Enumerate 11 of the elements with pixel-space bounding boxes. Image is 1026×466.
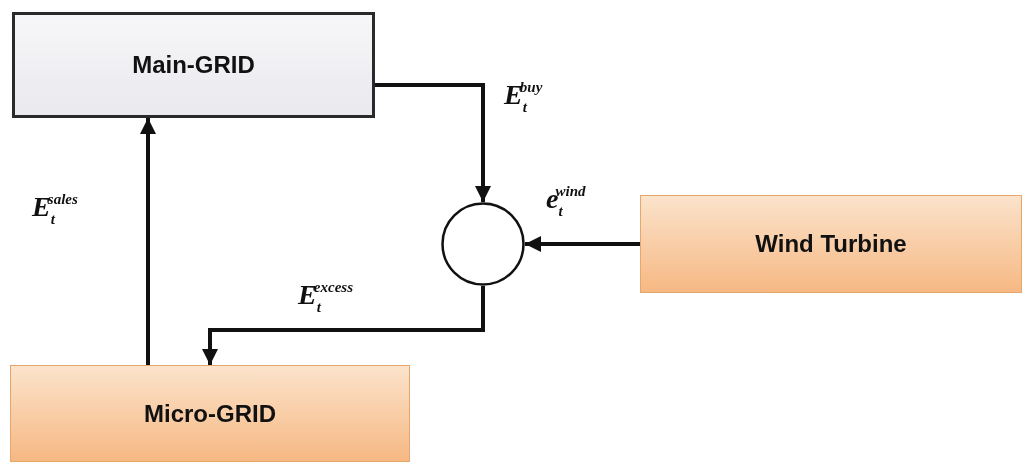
node-label: Main-GRID <box>132 51 255 79</box>
arrow <box>525 236 640 252</box>
process-box <box>640 195 1022 293</box>
arrow <box>375 83 491 202</box>
arrow <box>140 118 156 365</box>
process-box <box>10 365 410 462</box>
arrow <box>202 286 485 365</box>
node-label: Micro-GRID <box>144 399 276 428</box>
process-box <box>12 12 375 118</box>
junction-circle <box>441 202 525 286</box>
node-label: Wind Turbine <box>755 230 907 258</box>
